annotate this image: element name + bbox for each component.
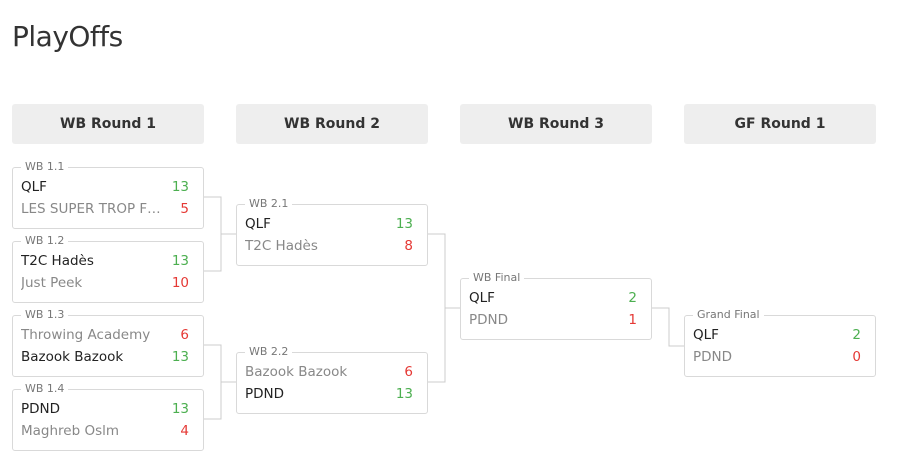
team-name: QLF — [469, 290, 495, 306]
team-row[interactable]: T2C Hadès 8 — [237, 235, 427, 257]
match-label: WB Final — [469, 271, 525, 285]
match-wb-1-3[interactable]: WB 1.3 Throwing Academy 6 Bazook Bazook … — [12, 308, 204, 377]
team-name: Bazook Bazook — [245, 364, 348, 380]
connector-wb1-1 — [203, 196, 222, 272]
match-label: WB 1.3 — [21, 308, 69, 322]
match-label: WB 2.1 — [245, 197, 293, 211]
team-name: Just Peek — [21, 275, 83, 291]
team-row[interactable]: QLF 2 — [461, 287, 651, 309]
match-label: WB 1.2 — [21, 234, 69, 248]
team-name: Throwing Academy — [21, 327, 151, 343]
match-label: WB 2.2 — [245, 345, 293, 359]
team-row[interactable]: Bazook Bazook 6 — [237, 361, 427, 383]
team-row[interactable]: PDND 0 — [685, 346, 875, 368]
team-row[interactable]: QLF 13 — [13, 176, 203, 198]
team-name: PDND — [245, 386, 285, 402]
round-header-wb-round-2: WB Round 2 — [236, 104, 428, 144]
team-score: 0 — [852, 349, 861, 365]
team-row[interactable]: LES SUPER TROP FORTS 5 — [13, 198, 203, 220]
team-score: 1 — [628, 312, 637, 328]
team-score: 8 — [404, 238, 413, 254]
team-name: QLF — [245, 216, 271, 232]
team-name: Maghreb Oslm — [21, 423, 120, 439]
match-wb-2-1[interactable]: WB 2.1 QLF 13 T2C Hadès 8 — [236, 197, 428, 266]
team-score: 13 — [171, 401, 189, 417]
match-wb-2-2[interactable]: WB 2.2 Bazook Bazook 6 PDND 13 — [236, 345, 428, 414]
team-score: 10 — [171, 275, 189, 291]
team-score: 2 — [628, 290, 637, 306]
match-wb-1-2[interactable]: WB 1.2 T2C Hadès 13 Just Peek 10 — [12, 234, 204, 303]
match-grand-final[interactable]: Grand Final QLF 2 PDND 0 — [684, 308, 876, 377]
team-name: QLF — [693, 327, 719, 343]
team-row[interactable]: Just Peek 10 — [13, 272, 203, 294]
connector-wb1-2 — [203, 344, 222, 420]
connector-wbfinal — [651, 307, 685, 347]
team-score: 2 — [852, 327, 861, 343]
team-name: QLF — [21, 179, 47, 195]
team-row[interactable]: Throwing Academy 6 — [13, 324, 203, 346]
team-row[interactable]: Bazook Bazook 13 — [13, 346, 203, 368]
team-score: 13 — [171, 179, 189, 195]
team-score: 6 — [180, 327, 189, 343]
team-score: 4 — [180, 423, 189, 439]
round-header-wb-round-1: WB Round 1 — [12, 104, 204, 144]
team-name: T2C Hadès — [245, 238, 318, 254]
team-name: T2C Hadès — [21, 253, 94, 269]
team-row[interactable]: PDND 13 — [237, 383, 427, 405]
team-row[interactable]: QLF 13 — [237, 213, 427, 235]
team-row[interactable]: QLF 2 — [685, 324, 875, 346]
connector-wb2 — [427, 233, 446, 383]
team-name: PDND — [469, 312, 509, 328]
round-header-wb-round-3: WB Round 3 — [460, 104, 652, 144]
team-name: PDND — [693, 349, 733, 365]
team-row[interactable]: PDND 13 — [13, 398, 203, 420]
team-score: 13 — [171, 253, 189, 269]
match-wb-final[interactable]: WB Final QLF 2 PDND 1 — [460, 271, 652, 340]
match-wb-1-1[interactable]: WB 1.1 QLF 13 LES SUPER TROP FORTS 5 — [12, 160, 204, 229]
round-header-gf-round-1: GF Round 1 — [684, 104, 876, 144]
team-score: 5 — [180, 201, 189, 217]
match-label: WB 1.4 — [21, 382, 69, 396]
team-name: PDND — [21, 401, 61, 417]
team-score: 13 — [395, 216, 413, 232]
team-row[interactable]: PDND 1 — [461, 309, 651, 331]
page-title: PlayOffs — [12, 20, 123, 53]
team-row[interactable]: T2C Hadès 13 — [13, 250, 203, 272]
match-label: WB 1.1 — [21, 160, 69, 174]
team-score: 13 — [171, 349, 189, 365]
team-score: 6 — [404, 364, 413, 380]
team-name: LES SUPER TROP FORTS — [21, 201, 165, 217]
team-name: Bazook Bazook — [21, 349, 124, 365]
match-label: Grand Final — [693, 308, 764, 322]
team-row[interactable]: Maghreb Oslm 4 — [13, 420, 203, 442]
match-wb-1-4[interactable]: WB 1.4 PDND 13 Maghreb Oslm 4 — [12, 382, 204, 451]
team-score: 13 — [395, 386, 413, 402]
